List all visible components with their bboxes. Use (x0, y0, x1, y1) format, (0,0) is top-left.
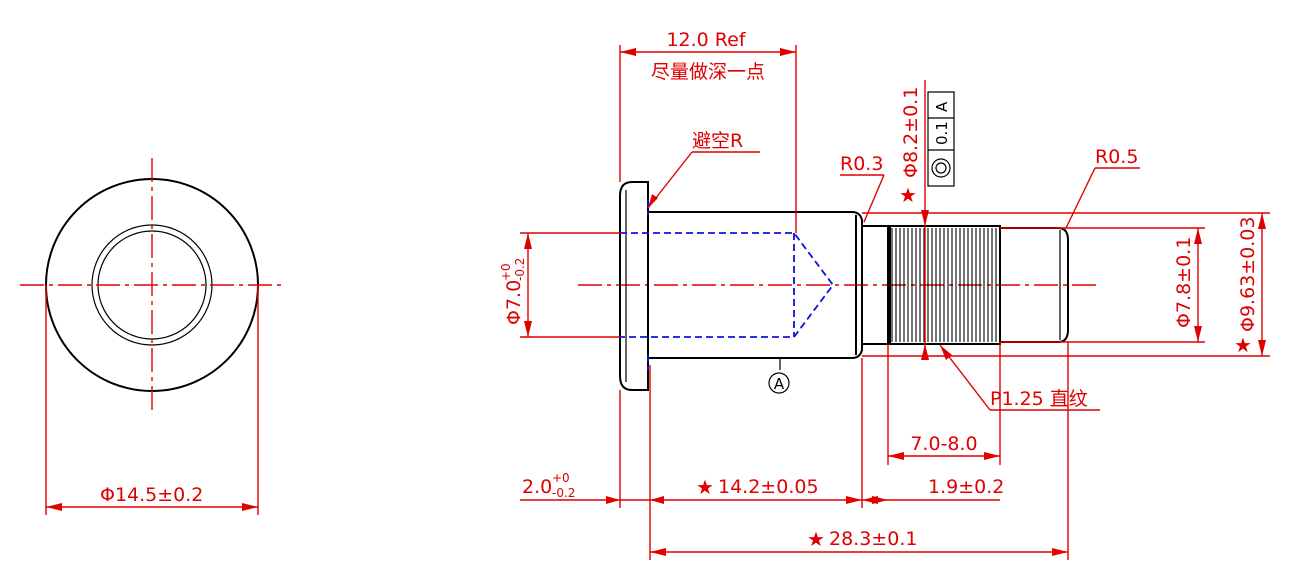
knurl-lines (891, 228, 997, 342)
leader-line (1065, 167, 1096, 229)
arrow-head (1258, 213, 1266, 229)
arrow-head (846, 496, 862, 504)
arrow-head (940, 345, 952, 360)
arrow-head (1194, 326, 1202, 342)
l142-label: 14.2±0.05 (718, 476, 819, 498)
arrow-head (984, 452, 1000, 460)
arrow-head (921, 344, 929, 360)
side-view: A 12.0 Ref 尽量做深一点 避空R R0.3 R0.5 Φ8.2±0.1… (499, 29, 1270, 560)
fcf-datum-label: A (933, 101, 951, 112)
outer-diameter-label: Φ14.5±0.2 (100, 484, 203, 506)
arrow-head (606, 496, 620, 504)
relief-label: 避空R (692, 130, 743, 152)
fcf-tolerance-label: 0.1 (933, 121, 951, 145)
feature-control-frame: A 0.1 (927, 91, 955, 187)
arrow-head (921, 210, 929, 226)
datum-label: A (774, 375, 785, 393)
knurl-label: P1.25 直纹 (990, 388, 1088, 410)
r03-label: R0.3 (840, 153, 883, 175)
arrow-head (780, 48, 796, 56)
hidden-bore (620, 232, 835, 338)
d70-label-group: Φ7.0 +0 -0.2 (499, 258, 527, 325)
arrow-head (862, 496, 878, 504)
l20-label-group: 2.0 +0 -0.2 (522, 471, 575, 500)
d70-label: Φ7.0 (503, 280, 525, 325)
knurl-section (887, 225, 1001, 345)
arrow-head (648, 194, 658, 208)
l283-star: ★ (807, 527, 825, 551)
d82-label: Φ8.2±0.1 (900, 87, 922, 178)
l19-label: 1.9±0.2 (928, 476, 1004, 498)
arrow-head (524, 321, 532, 337)
d82-star: ★ (899, 183, 917, 207)
d70-lower: -0.2 (513, 258, 527, 281)
leader-line (863, 174, 885, 223)
arrow-head (1258, 340, 1266, 356)
neck-outline (862, 225, 891, 345)
d78-label: Φ7.8±0.1 (1173, 237, 1195, 328)
flange-outline (619, 181, 649, 391)
knurl-length-label: 7.0-8.0 (910, 433, 977, 455)
r05-label: R0.5 (1095, 146, 1138, 168)
arrow-head (242, 503, 258, 511)
l20-upper: +0 (552, 471, 570, 485)
arrow-head (46, 503, 62, 511)
body-outline (648, 211, 863, 359)
concentricity-icon (931, 158, 951, 178)
l20-label: 2.0 (522, 476, 552, 498)
l283-label: 28.3±0.1 (829, 528, 917, 550)
d70-upper: +0 (499, 263, 513, 281)
ref-length-label: 12.0 Ref (666, 29, 746, 51)
arrow-head (524, 233, 532, 249)
arrow-head (1194, 228, 1202, 244)
arrow-head (650, 548, 666, 556)
l20-lower: -0.2 (552, 486, 575, 500)
d963-star: ★ (1234, 333, 1252, 357)
arrow-head (1052, 548, 1068, 556)
ref-note-label: 尽量做深一点 (651, 61, 765, 83)
datum-circle (768, 372, 790, 394)
end-view: Φ14.5±0.2 (20, 158, 282, 515)
arrow-head (888, 452, 904, 460)
d963-label: Φ9.63±0.03 (1237, 217, 1259, 332)
arrow-head (620, 48, 636, 56)
l142-star: ★ (696, 475, 714, 499)
